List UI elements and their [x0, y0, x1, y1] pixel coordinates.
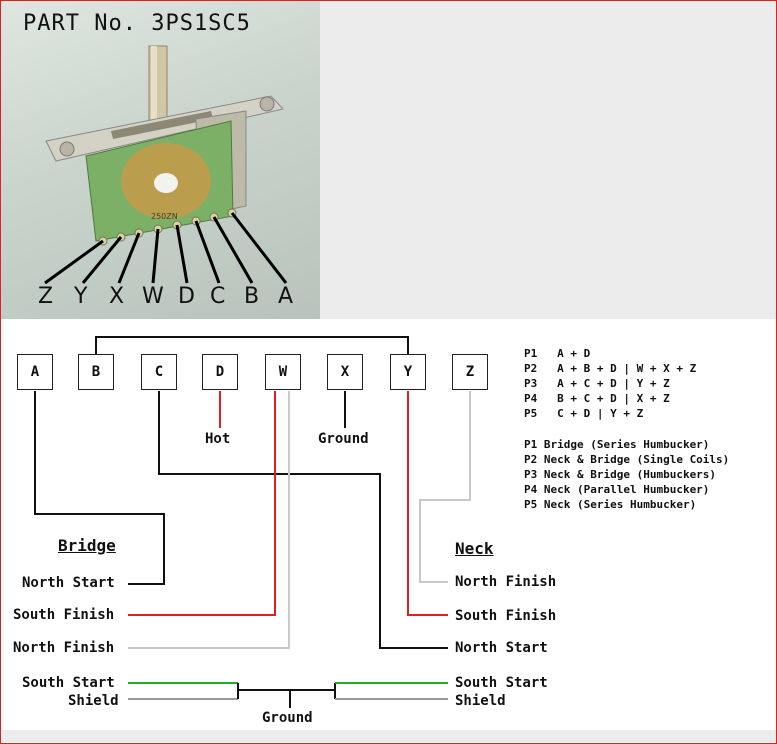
description-p2: P2 Neck & Bridge (Single Coils): [524, 453, 730, 466]
pin-letter-a: A: [278, 284, 294, 309]
lever-highlight: [151, 46, 157, 126]
position-p4: P4 B + C + D | X + Z: [524, 392, 670, 405]
pin-letter-y: Y: [74, 284, 88, 309]
wire-y-neck-south-finish: [407, 391, 448, 616]
terminal-z: Z: [452, 354, 488, 390]
bottom-strip: [1, 730, 776, 742]
pin-letter-c: C: [210, 284, 226, 309]
terminal-b: B: [78, 354, 114, 390]
terminal-d: D: [202, 354, 238, 390]
switch-photo: 250ZN PART No. 3PS1SC5 Z Y X W D C B A: [1, 1, 320, 319]
terminal-y: Y: [390, 354, 426, 390]
wire-c-neck-north-start: [158, 391, 448, 649]
bridge-north-finish: North Finish: [13, 640, 115, 656]
wire-w-bridge-north-finish: [128, 391, 290, 649]
pin-letter-x: X: [109, 284, 125, 309]
position-p5: P5 C + D | Y + Z: [524, 407, 644, 420]
description-p3: P3 Neck & Bridge (Humbuckers): [524, 468, 717, 481]
neck-title: Neck: [455, 539, 494, 558]
description-p5: P5 Neck (Series Humbucker): [524, 498, 697, 511]
bridge-shield: Shield: [68, 693, 119, 709]
pin-letter-z: Z: [38, 284, 54, 309]
pcb-stamp: 250ZN: [151, 212, 178, 221]
terminal-w: W: [265, 354, 301, 390]
wire-w-bridge-south-finish: [128, 391, 276, 616]
position-p3: P3 A + C + D | Y + Z: [524, 377, 670, 390]
part-number: PART No. 3PS1SC5: [23, 11, 251, 36]
lever-slot: [111, 111, 213, 139]
neck-north-finish: North Finish: [455, 574, 557, 590]
neck-north-start: North Start: [455, 640, 548, 656]
description-p1: P1 Bridge (Series Humbucker): [524, 438, 710, 451]
description-p4: P4 Neck (Parallel Humbucker): [524, 483, 710, 496]
wire-b-y-jumper: [95, 336, 409, 354]
screw-hole-left: [59, 141, 75, 157]
position-p2: P2 A + B + D | W + X + Z: [524, 362, 697, 375]
pin-letter-w: W: [142, 284, 164, 309]
bridge-north-start: North Start: [22, 575, 115, 591]
neck-shield: Shield: [455, 693, 506, 709]
ground-bottom-label: Ground: [262, 710, 313, 726]
terminal-c: C: [141, 354, 177, 390]
top-right-panel: [320, 1, 776, 319]
terminal-x: X: [327, 354, 363, 390]
wire-a-bridge-north-start: [34, 391, 165, 585]
pin-letter-d: D: [178, 284, 195, 309]
ground-x-label: Ground: [318, 431, 369, 447]
position-p1: P1 A + D: [524, 347, 591, 360]
wire-z-neck-north-finish: [419, 391, 471, 583]
center-hole: [154, 173, 178, 193]
hot-label: Hot: [205, 431, 231, 447]
terminal-a: A: [17, 354, 53, 390]
screw-hole-right: [259, 96, 275, 112]
pin-pointer-lines: [44, 212, 288, 285]
pin-letter-b: B: [244, 284, 260, 309]
bridge-south-finish: South Finish: [13, 607, 115, 623]
switch-illustration: 250ZN: [44, 45, 288, 285]
neck-south-start: South Start: [455, 675, 548, 691]
bridge-south-start: South Start: [22, 675, 115, 691]
bridge-title: Bridge: [58, 536, 116, 555]
neck-south-finish: South Finish: [455, 608, 557, 624]
